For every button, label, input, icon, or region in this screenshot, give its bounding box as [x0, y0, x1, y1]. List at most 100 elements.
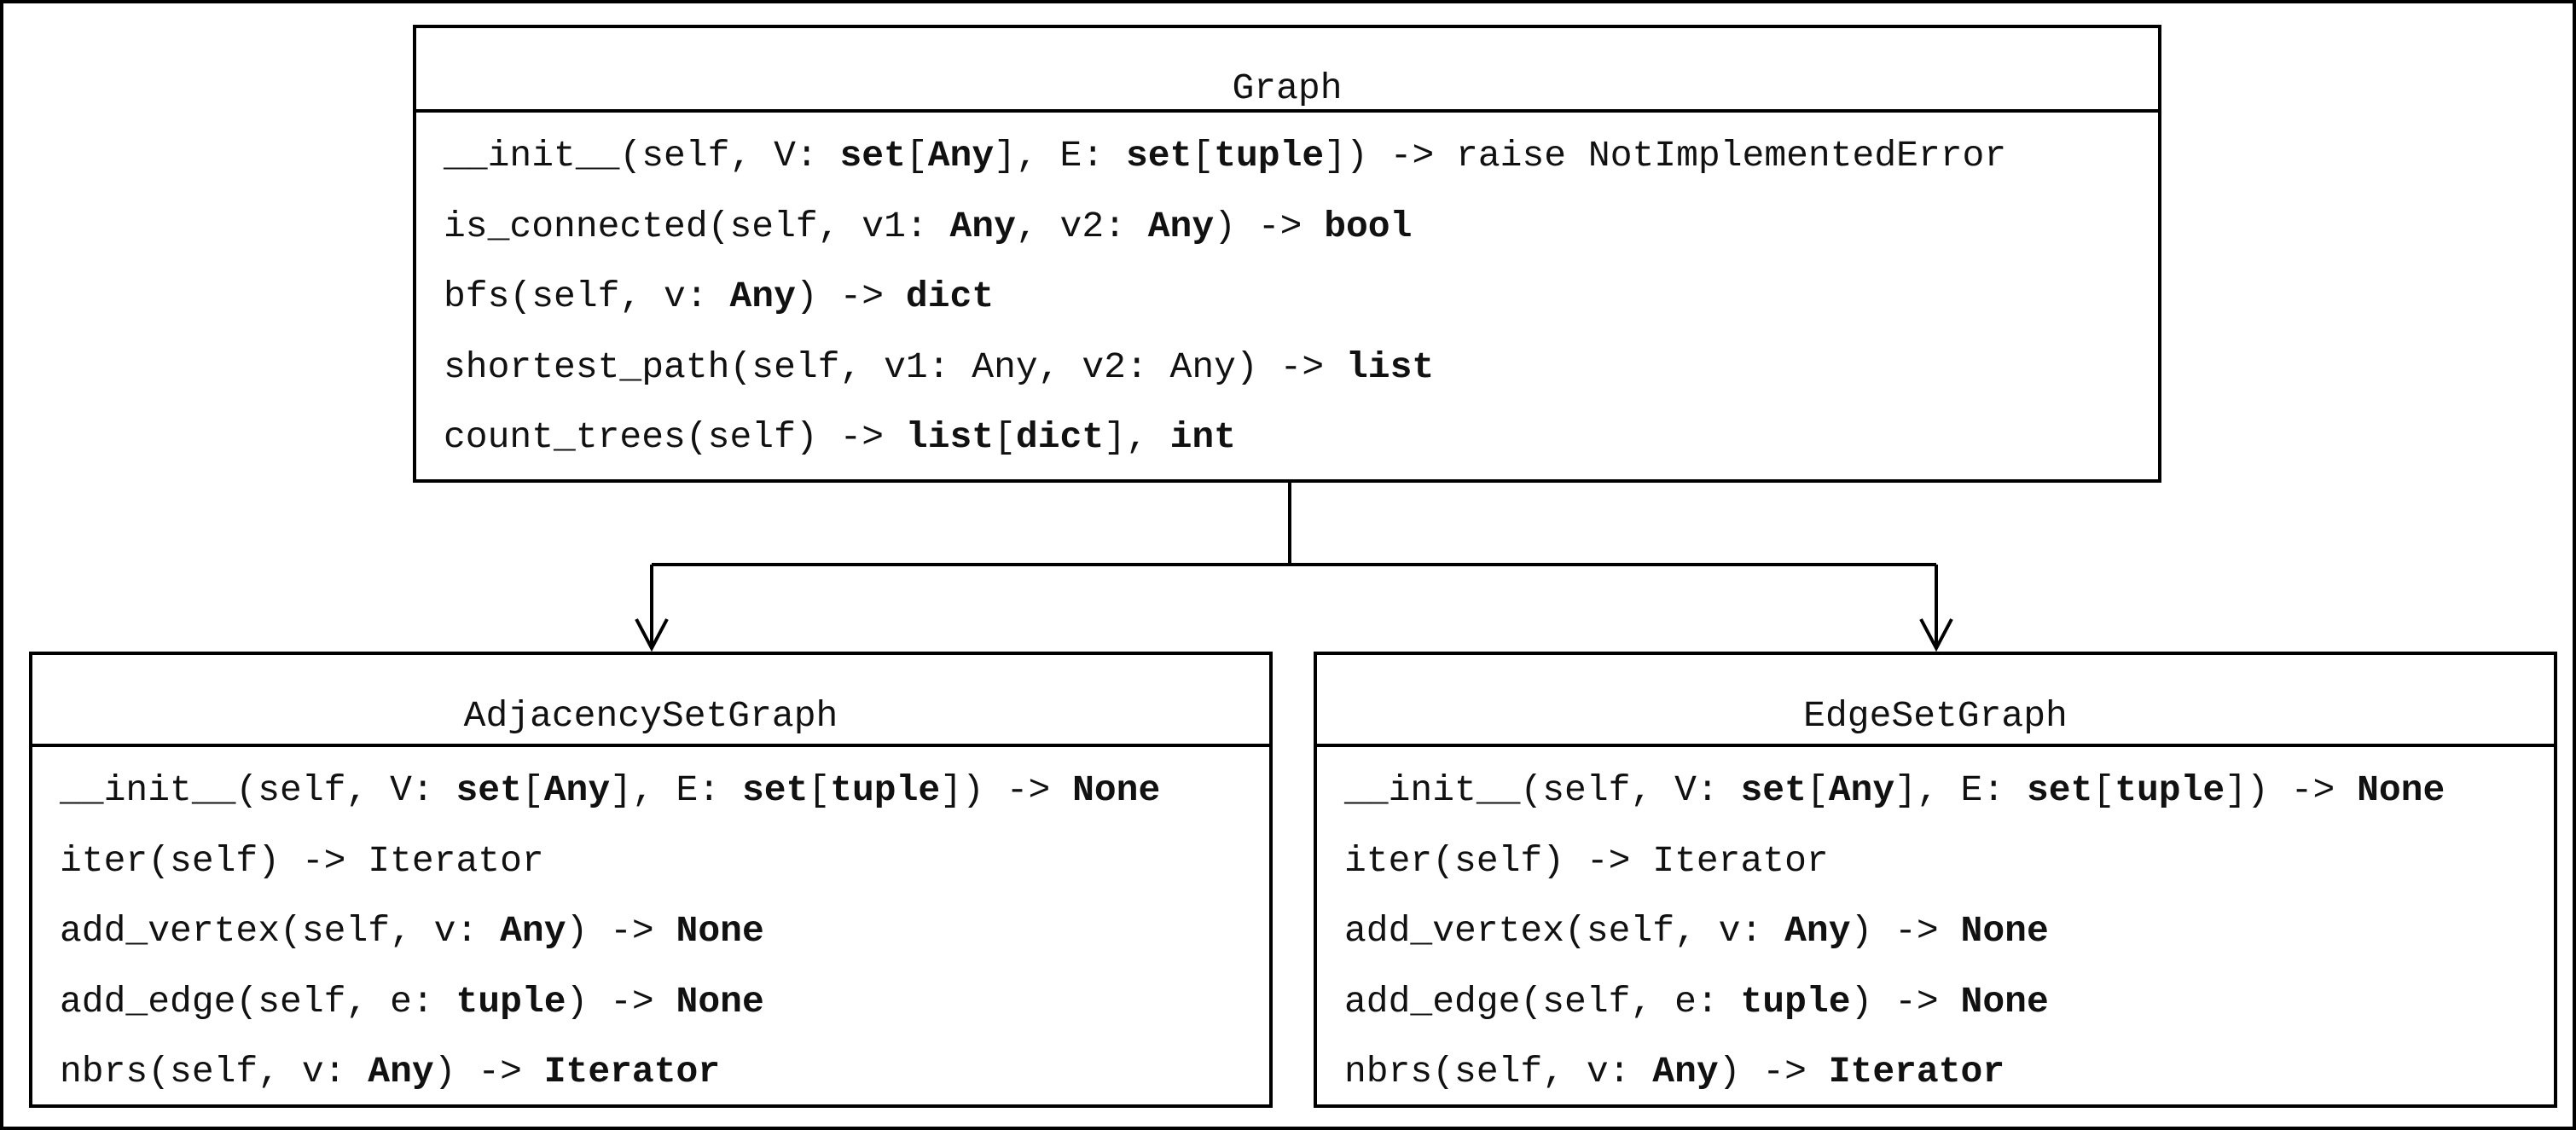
type-keyword: None — [1072, 769, 1161, 811]
method-signature: __init__(self, V: set[Any], E: set[tuple… — [60, 756, 1269, 826]
type-keyword: list — [1345, 345, 1435, 388]
type-keyword: dict — [1015, 416, 1105, 458]
signature-text: , v2: — [1015, 205, 1148, 247]
method-signature: count_trees(self) -> list[dict], int — [444, 403, 2158, 473]
class-title-graph: Graph — [416, 28, 2158, 113]
class-box-edge-set-graph: EdgeSetGraph __init__(self, V: set[Any],… — [1314, 652, 2557, 1108]
type-keyword: set — [455, 769, 522, 811]
signature-text: __init__(self, V: — [444, 135, 840, 177]
type-keyword: Any — [500, 910, 566, 952]
type-keyword: tuple — [455, 980, 566, 1023]
type-keyword: int — [1169, 416, 1236, 458]
method-signature: iter(self) -> Iterator — [60, 826, 1269, 897]
signature-text: ) -> — [566, 980, 676, 1023]
signature-text: iter(self) -> Iterator — [60, 839, 544, 882]
type-keyword: Any — [1652, 1051, 1719, 1092]
arrowhead-adjacency — [635, 618, 669, 652]
method-signature: bfs(self, v: Any) -> dict — [444, 262, 2158, 333]
type-keyword: set — [1740, 769, 1807, 811]
signature-text: [ — [808, 769, 831, 811]
inheritance-connectors — [635, 482, 1953, 652]
type-keyword: Any — [729, 275, 796, 317]
type-keyword: None — [676, 980, 764, 1023]
signature-text: ) -> — [1214, 205, 1325, 247]
signature-text: ) -> — [795, 275, 906, 317]
method-signature: shortest_path(self, v1: Any, v2: Any) ->… — [444, 333, 2158, 403]
type-keyword: set — [2026, 769, 2093, 811]
class-title-edge-set-graph: EdgeSetGraph — [1317, 655, 2554, 747]
type-keyword: tuple — [1740, 980, 1851, 1023]
arrowhead-edgeset — [1919, 618, 1953, 652]
type-keyword: None — [1960, 910, 2049, 952]
type-keyword: Any — [1147, 205, 1215, 247]
signature-text: ) -> — [566, 910, 676, 952]
signature-text: ], E: — [994, 135, 1126, 177]
method-signature: add_edge(self, e: tuple) -> None — [1344, 967, 2554, 1038]
method-signature: iter(self) -> Iterator — [1344, 826, 2554, 897]
method-signature: nbrs(self, v: Any) -> Iterator — [60, 1037, 1269, 1108]
signature-text: is_connected(self, v1: — [444, 205, 950, 247]
type-keyword: tuple — [830, 769, 941, 811]
type-keyword: Any — [543, 769, 611, 811]
signature-text: ]) -> — [2225, 769, 2358, 811]
signature-text: count_trees(self) -> — [444, 416, 906, 458]
signature-text: iter(self) -> Iterator — [1344, 839, 1829, 882]
type-keyword: Any — [949, 205, 1016, 247]
signature-text: ) -> — [1718, 1051, 1829, 1092]
type-keyword: None — [676, 910, 764, 952]
type-keyword: Any — [1828, 769, 1895, 811]
method-signature: add_vertex(self, v: Any) -> None — [60, 896, 1269, 967]
signature-text: [ — [1806, 769, 1829, 811]
type-keyword: Any — [1784, 910, 1851, 952]
method-signature: __init__(self, V: set[Any], E: set[tuple… — [444, 121, 2158, 192]
type-keyword: Iterator — [543, 1051, 721, 1092]
signature-text: shortest_path(self, v1: Any, v2: Any) -> — [444, 345, 1346, 388]
signature-text: __init__(self, V: — [60, 769, 456, 811]
signature-text: [ — [2092, 769, 2115, 811]
type-keyword: Iterator — [1828, 1051, 2005, 1092]
class-box-adjacency-set-graph: AdjacencySetGraph __init__(self, V: set[… — [29, 652, 1273, 1108]
signature-text: [ — [1192, 135, 1215, 177]
method-signature: add_edge(self, e: tuple) -> None — [60, 967, 1269, 1038]
type-keyword: list — [905, 416, 995, 458]
method-signature: __init__(self, V: set[Any], E: set[tuple… — [1344, 756, 2554, 826]
signature-text: ], E: — [1894, 769, 2027, 811]
signature-text: [ — [994, 416, 1016, 458]
signature-text: ], — [1104, 416, 1170, 458]
type-keyword: tuple — [1214, 135, 1325, 177]
type-keyword: None — [2357, 769, 2445, 811]
signature-text: ], E: — [610, 769, 742, 811]
method-list-graph: __init__(self, V: set[Any], E: set[tuple… — [416, 113, 2158, 473]
signature-text: add_vertex(self, v: — [60, 910, 501, 952]
signature-text: ]) -> raise NotImplementedError — [1324, 135, 2007, 177]
type-keyword: Any — [927, 135, 995, 177]
method-signature: nbrs(self, v: Any) -> Iterator — [1344, 1037, 2554, 1108]
type-keyword: set — [741, 769, 809, 811]
method-list-adjacency-set-graph: __init__(self, V: set[Any], E: set[tuple… — [32, 747, 1269, 1108]
type-keyword: Any — [368, 1051, 434, 1092]
signature-text: bfs(self, v: — [444, 275, 730, 317]
signature-text: add_edge(self, e: — [1344, 980, 1741, 1023]
type-keyword: bool — [1324, 205, 1413, 247]
signature-text: nbrs(self, v: — [1344, 1051, 1653, 1092]
type-keyword: set — [1125, 135, 1192, 177]
method-signature: is_connected(self, v1: Any, v2: Any) -> … — [444, 192, 2158, 263]
method-list-edge-set-graph: __init__(self, V: set[Any], E: set[tuple… — [1317, 747, 2554, 1108]
signature-text: ) -> — [1850, 980, 1961, 1023]
class-box-graph: Graph __init__(self, V: set[Any], E: set… — [413, 25, 2161, 483]
signature-text: [ — [521, 769, 544, 811]
signature-text: ) -> — [1850, 910, 1961, 952]
class-title-adjacency-set-graph: AdjacencySetGraph — [32, 655, 1269, 747]
signature-text: ]) -> — [940, 769, 1073, 811]
type-keyword: None — [1960, 980, 2049, 1023]
type-keyword: set — [839, 135, 906, 177]
type-keyword: tuple — [2115, 769, 2225, 811]
method-signature: add_vertex(self, v: Any) -> None — [1344, 896, 2554, 967]
signature-text: add_edge(self, e: — [60, 980, 456, 1023]
signature-text: ) -> — [433, 1051, 544, 1092]
signature-text: add_vertex(self, v: — [1344, 910, 1785, 952]
type-keyword: dict — [905, 275, 995, 317]
signature-text: __init__(self, V: — [1344, 769, 1741, 811]
signature-text: [ — [905, 135, 928, 177]
